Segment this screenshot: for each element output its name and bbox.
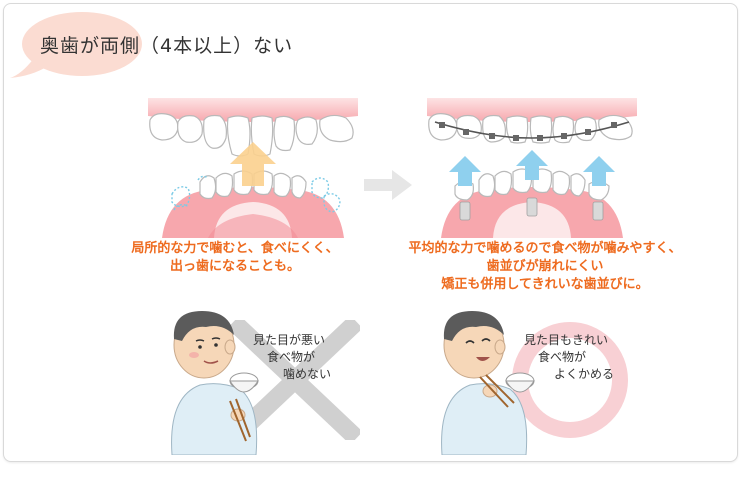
before-note-line3: 噛めない <box>283 367 332 381</box>
after-note-line1: 見た目もきれい <box>524 333 609 347</box>
before-caption: 局所的な力で噛むと、食べにくく、 出っ歯になることも。 <box>105 240 365 276</box>
after-caption-line1: 平均的な力で噛めるので食べ物が噛みやすく、 <box>408 241 682 256</box>
transition-arrow-icon <box>364 170 412 200</box>
page-title: 奥歯が両側（4本以上）ない <box>40 35 294 57</box>
after-caption-line3: 矯正も併用してきれいな歯並びに。 <box>441 277 649 292</box>
before-note: 見た目が悪い 食べ物が 噛めない <box>253 332 331 383</box>
after-note-line3: よくかめる <box>554 367 615 381</box>
title-speech-bubble <box>10 12 142 78</box>
after-caption: 平均的な力で噛めるので食べ物が噛みやすく、 歯並びが崩れにくい 矯正も併用してき… <box>380 240 710 294</box>
after-note: 見た目もきれい 食べ物が よくかめる <box>524 332 614 383</box>
teeth-implant-illustration <box>427 98 637 238</box>
person-eating-illustration <box>441 311 535 455</box>
after-caption-line2: 歯並びが崩れにくい <box>486 259 604 274</box>
before-note-line2: 食べ物が <box>267 350 316 364</box>
after-note-line2: 食べ物が <box>538 350 587 364</box>
before-note-line1: 見た目が悪い <box>253 333 326 347</box>
before-caption-line1: 局所的な力で噛むと、食べにくく、 <box>131 241 339 256</box>
before-caption-line2: 出っ歯になることも。 <box>169 259 300 274</box>
teeth-missing-illustration <box>148 98 358 238</box>
person-struggling-illustration <box>171 311 259 455</box>
